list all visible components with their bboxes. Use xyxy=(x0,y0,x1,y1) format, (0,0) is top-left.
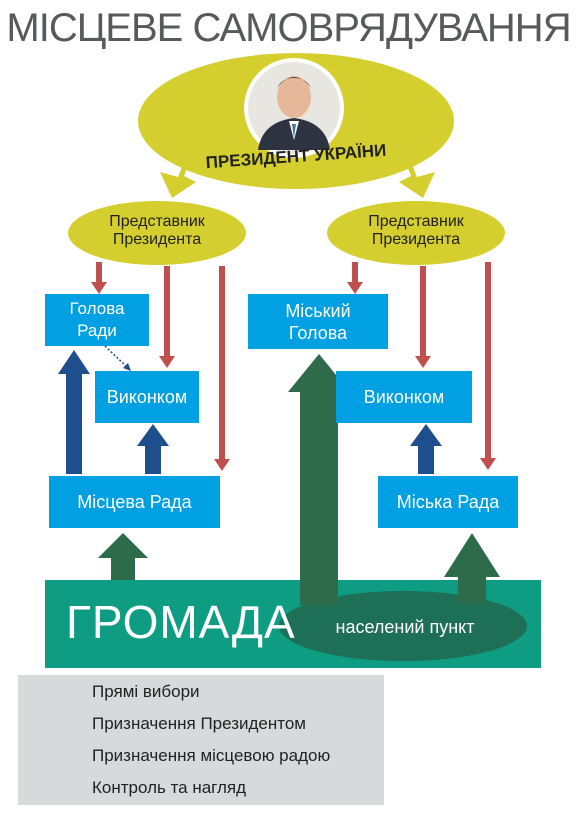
city-mayor-box: Міський Голова xyxy=(248,294,388,349)
direct-election-arrow xyxy=(288,354,350,605)
local-council-box: Місцева Рада xyxy=(49,476,220,528)
city-council-box: Міська Рада xyxy=(378,476,518,528)
representative-ellipse-right xyxy=(327,201,505,265)
control-arrow xyxy=(159,266,175,368)
legend-label-control: Контроль та нагляд xyxy=(92,778,247,797)
president-portrait-icon xyxy=(244,58,344,158)
control-arrow xyxy=(480,262,496,470)
control-arrow xyxy=(415,266,431,368)
legend xyxy=(18,675,384,805)
community-label: ГРОМАДА xyxy=(66,596,296,648)
council-appointment-arrow xyxy=(410,424,442,474)
dotted-link-arrow xyxy=(104,345,131,371)
council-appointment-arrow xyxy=(58,350,90,474)
settlement-ellipse xyxy=(279,591,527,661)
control-arrow xyxy=(347,262,363,294)
representative-label-right: Представник Президента xyxy=(368,213,464,248)
presidential-appointment-arrow-left xyxy=(160,157,196,198)
presidential-appointment-arrow-right xyxy=(399,157,435,198)
legend-label-council: Призначення місцевою радою xyxy=(92,746,331,765)
control-arrow xyxy=(91,262,107,294)
legend-label-presidential: Призначення Президентом xyxy=(92,714,306,733)
direct-election-arrow xyxy=(444,533,500,603)
representative-ellipse-left xyxy=(68,201,246,265)
executive-committee-box-left: Виконком xyxy=(95,371,199,423)
executive-committee-box-right: Виконком xyxy=(336,371,472,423)
direct-election-arrow xyxy=(98,533,148,580)
settlement-label: населений пункт xyxy=(335,617,475,637)
diagram-title: МІСЦЕВЕ САМОВРЯДУВАННЯ xyxy=(6,6,571,50)
control-arrow xyxy=(214,266,230,471)
council-appointment-arrow xyxy=(137,424,169,474)
representative-label-left: Представник Президента xyxy=(109,213,205,248)
legend-label-direct-election: Прямі вибори xyxy=(92,682,200,701)
council-head-box: Голова Ради xyxy=(45,294,149,346)
